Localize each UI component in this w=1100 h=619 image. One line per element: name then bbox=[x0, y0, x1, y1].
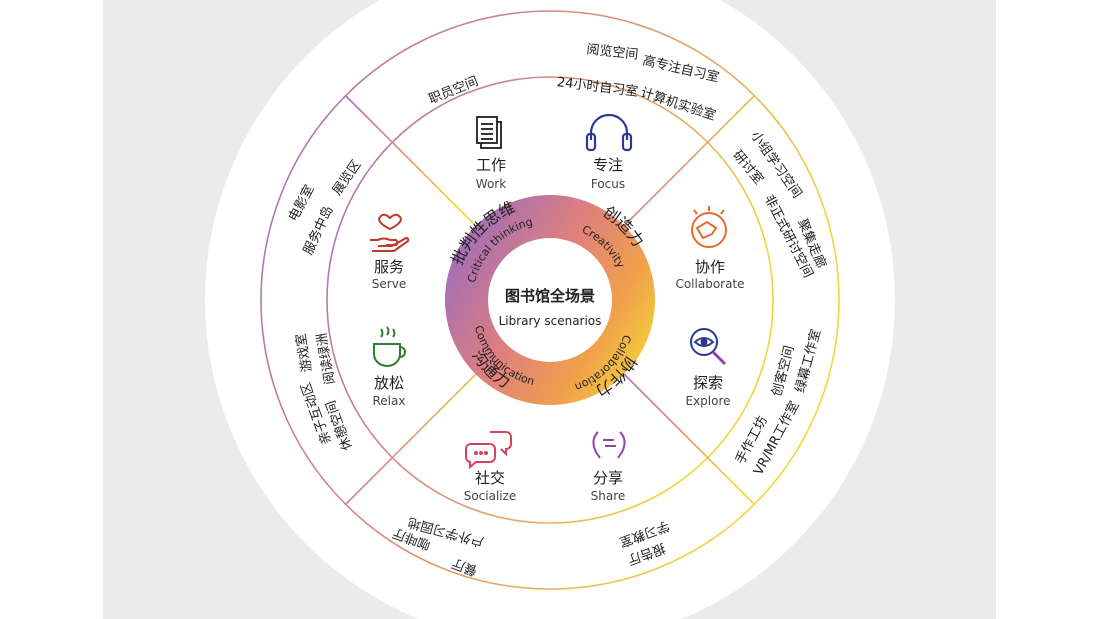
handshake-icon bbox=[691, 206, 727, 248]
mode-work-cn: 工作 bbox=[476, 156, 506, 174]
headphones-icon bbox=[585, 113, 633, 152]
mode-focus-cn: 专注 bbox=[593, 156, 623, 174]
document-icon bbox=[476, 116, 502, 149]
mode-relax-cn: 放松 bbox=[374, 374, 404, 392]
center-subtitle: Library scenarios bbox=[499, 314, 602, 328]
sector-dividers bbox=[261, 11, 839, 589]
chat-bubbles-icon bbox=[465, 431, 512, 470]
mode-relax-en: Relax bbox=[373, 394, 406, 408]
coffee-cup-icon bbox=[373, 326, 406, 367]
faces-exchange-icon bbox=[592, 431, 626, 459]
mode-collaborate-en: Collaborate bbox=[675, 277, 744, 291]
mode-serve-cn: 服务 bbox=[374, 258, 404, 276]
space-relax-1: 游戏室 bbox=[293, 332, 316, 373]
magnifier-eye-icon bbox=[690, 328, 727, 366]
mode-share-cn: 分享 bbox=[593, 469, 623, 487]
mode-socialize-cn: 社交 bbox=[475, 469, 505, 487]
mode-focus-en: Focus bbox=[591, 177, 625, 191]
space-focus-0: 阅览空间 bbox=[586, 41, 639, 62]
mode-serve-en: Serve bbox=[372, 277, 406, 291]
mode-work-en: Work bbox=[476, 177, 506, 191]
hand-heart-icon bbox=[370, 213, 410, 252]
mode-share-en: Share bbox=[591, 489, 626, 503]
center-title: 图书馆全场景 bbox=[505, 287, 595, 305]
mode-explore-cn: 探索 bbox=[693, 374, 723, 392]
mode-explore-en: Explore bbox=[685, 394, 730, 408]
mode-socialize-en: Socialize bbox=[464, 489, 517, 503]
center-disc bbox=[488, 238, 612, 362]
mode-collaborate-cn: 协作 bbox=[695, 258, 725, 276]
